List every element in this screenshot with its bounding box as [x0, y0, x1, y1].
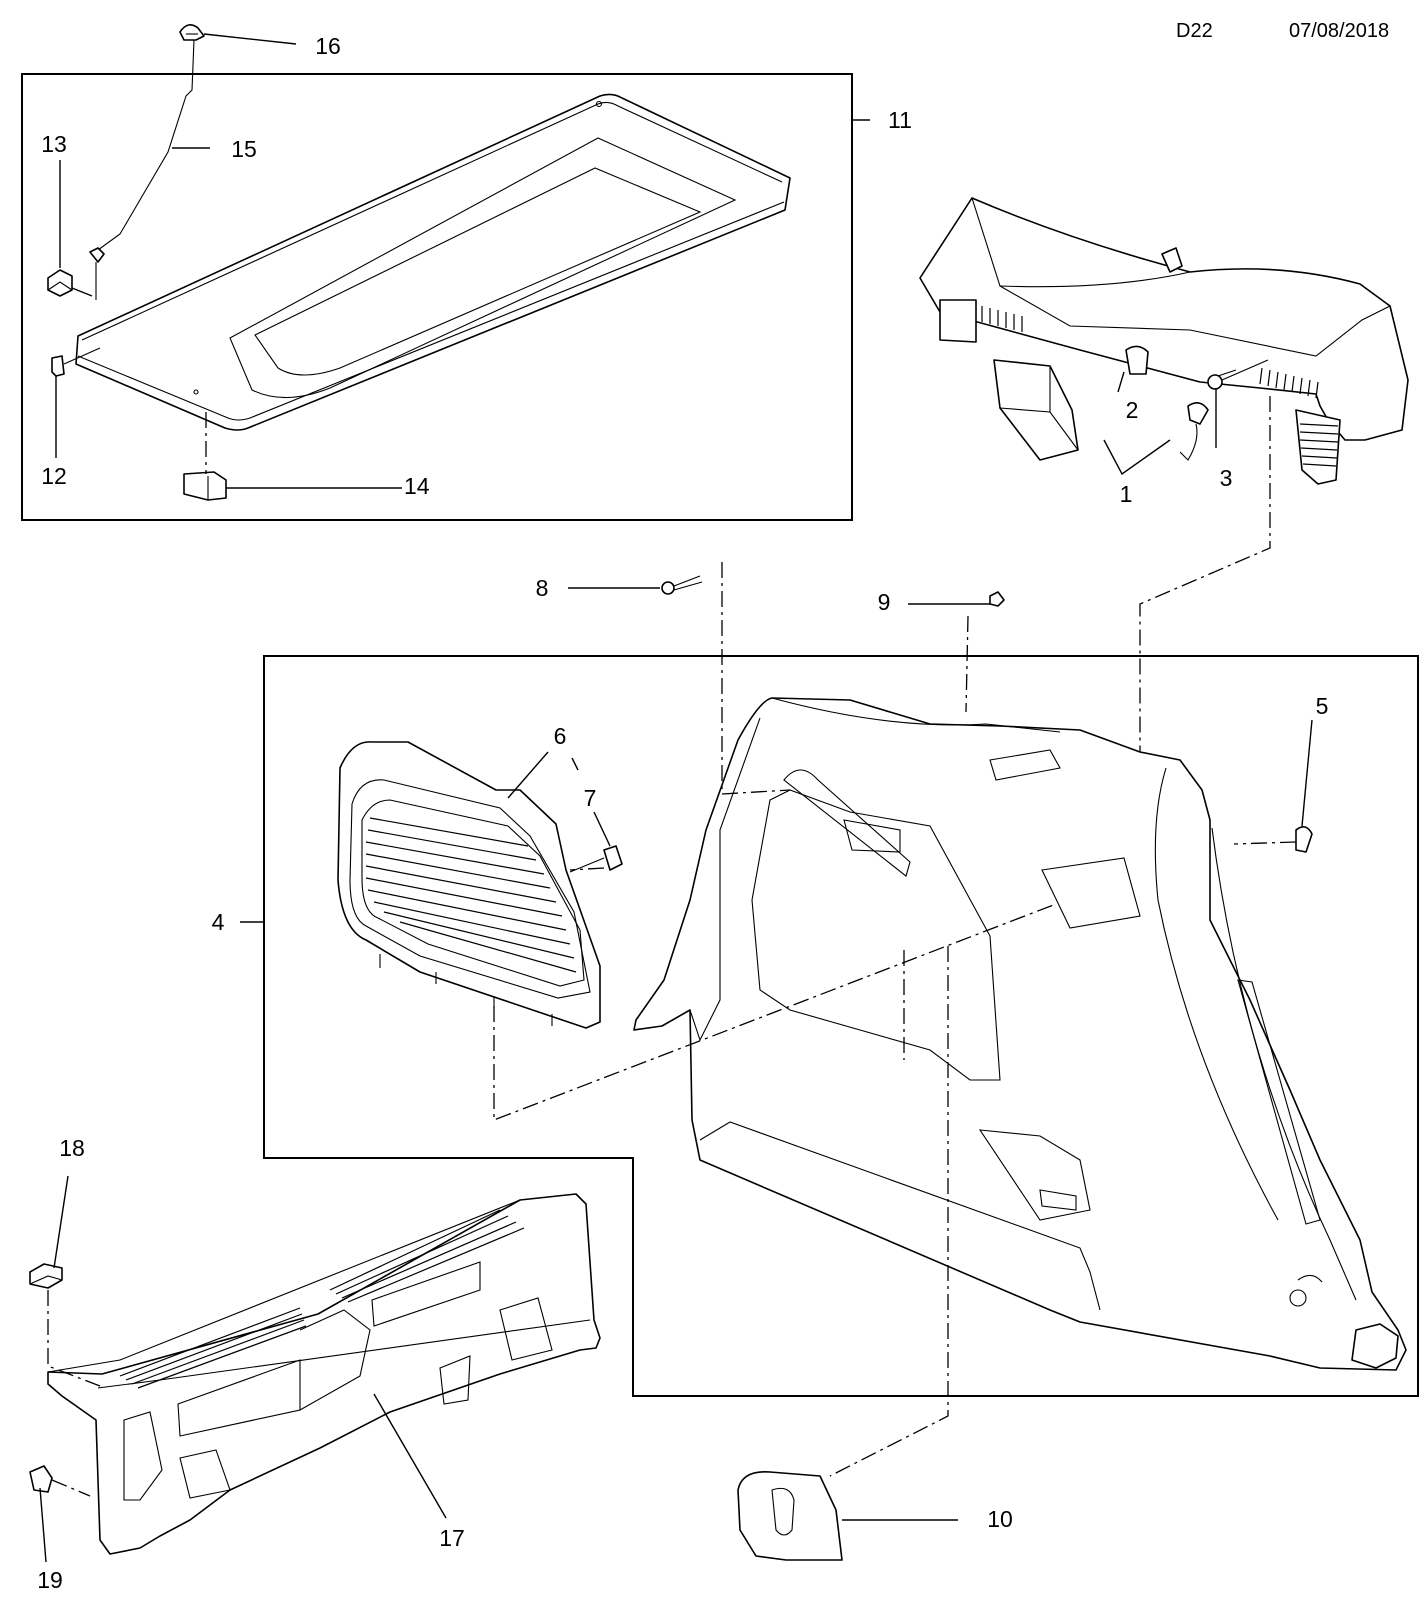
part-12-cover-clip — [51, 347, 101, 377]
part-11-load-cover — [75, 93, 791, 431]
callout-17: 17 — [439, 1525, 465, 1551]
dash-9 — [965, 615, 969, 713]
callout-8: 8 — [536, 575, 549, 601]
part-14-cover-stop — [183, 471, 227, 501]
leader-13-link — [71, 287, 93, 297]
callout-9: 9 — [878, 589, 891, 615]
callout-3: 3 — [1220, 465, 1233, 491]
part-17-rear-sill-panel — [47, 1193, 601, 1555]
leader-6 — [507, 751, 579, 799]
callout-14: 14 — [404, 473, 430, 499]
part-16-tether-clip — [179, 24, 205, 41]
callout-5: 5 — [1316, 693, 1329, 719]
part-8-bolt — [661, 575, 703, 595]
dash-trim-to-side — [1139, 396, 1271, 756]
callout-4: 4 — [212, 909, 225, 935]
part-4-side-trim-panel — [633, 697, 1407, 1371]
dash-6 — [493, 903, 1057, 1121]
assembly-frame-11 — [21, 73, 853, 521]
part-18-sill-clip — [29, 1263, 63, 1289]
callout-12: 12 — [41, 463, 67, 489]
part-19-sill-clip — [29, 1465, 53, 1493]
leader-7 — [593, 811, 611, 847]
leader-2 — [1117, 371, 1125, 393]
callout-2: 2 — [1126, 397, 1139, 423]
part-9-clip — [989, 591, 1005, 607]
leader-19 — [39, 1487, 47, 1563]
dash-7 — [569, 867, 605, 871]
dash-10 — [829, 946, 949, 1477]
dash-5 — [1233, 841, 1297, 845]
callout-18: 18 — [59, 1135, 85, 1161]
part-6-grille-panel — [337, 741, 601, 1029]
leader-5 — [1301, 719, 1313, 827]
dash-19 — [51, 1479, 91, 1497]
part-2-trim-clip — [1179, 402, 1209, 461]
diagram-date: 07/08/2018 — [1289, 20, 1390, 42]
callout-15: 15 — [231, 136, 257, 162]
leader-1 — [1103, 439, 1171, 476]
callout-11: 11 — [888, 107, 912, 133]
diagram-code: D22 — [1176, 20, 1213, 42]
part-5-side-clip — [1295, 826, 1313, 853]
part-15-tether-strap — [89, 39, 195, 300]
callout-6: 6 — [554, 723, 567, 749]
callout-1: 1 — [1120, 481, 1133, 507]
part-13-cover-clip — [47, 269, 73, 297]
part-3-trim-screw — [1207, 359, 1269, 390]
leader-16 — [203, 33, 297, 45]
part-10-trim-cover — [737, 1471, 843, 1561]
leader-18 — [53, 1175, 69, 1269]
callout-16: 16 — [315, 33, 341, 59]
leader-17 — [373, 1393, 447, 1519]
callout-19: 19 — [37, 1567, 63, 1593]
part-1-upper-trim — [919, 197, 1409, 485]
callout-13: 13 — [41, 131, 67, 157]
callout-10: 10 — [987, 1506, 1013, 1532]
part-7-grille-clip — [569, 845, 623, 873]
dash-8 — [721, 562, 791, 795]
callout-7: 7 — [584, 785, 597, 811]
assembly-frame-4 — [263, 655, 1419, 1397]
